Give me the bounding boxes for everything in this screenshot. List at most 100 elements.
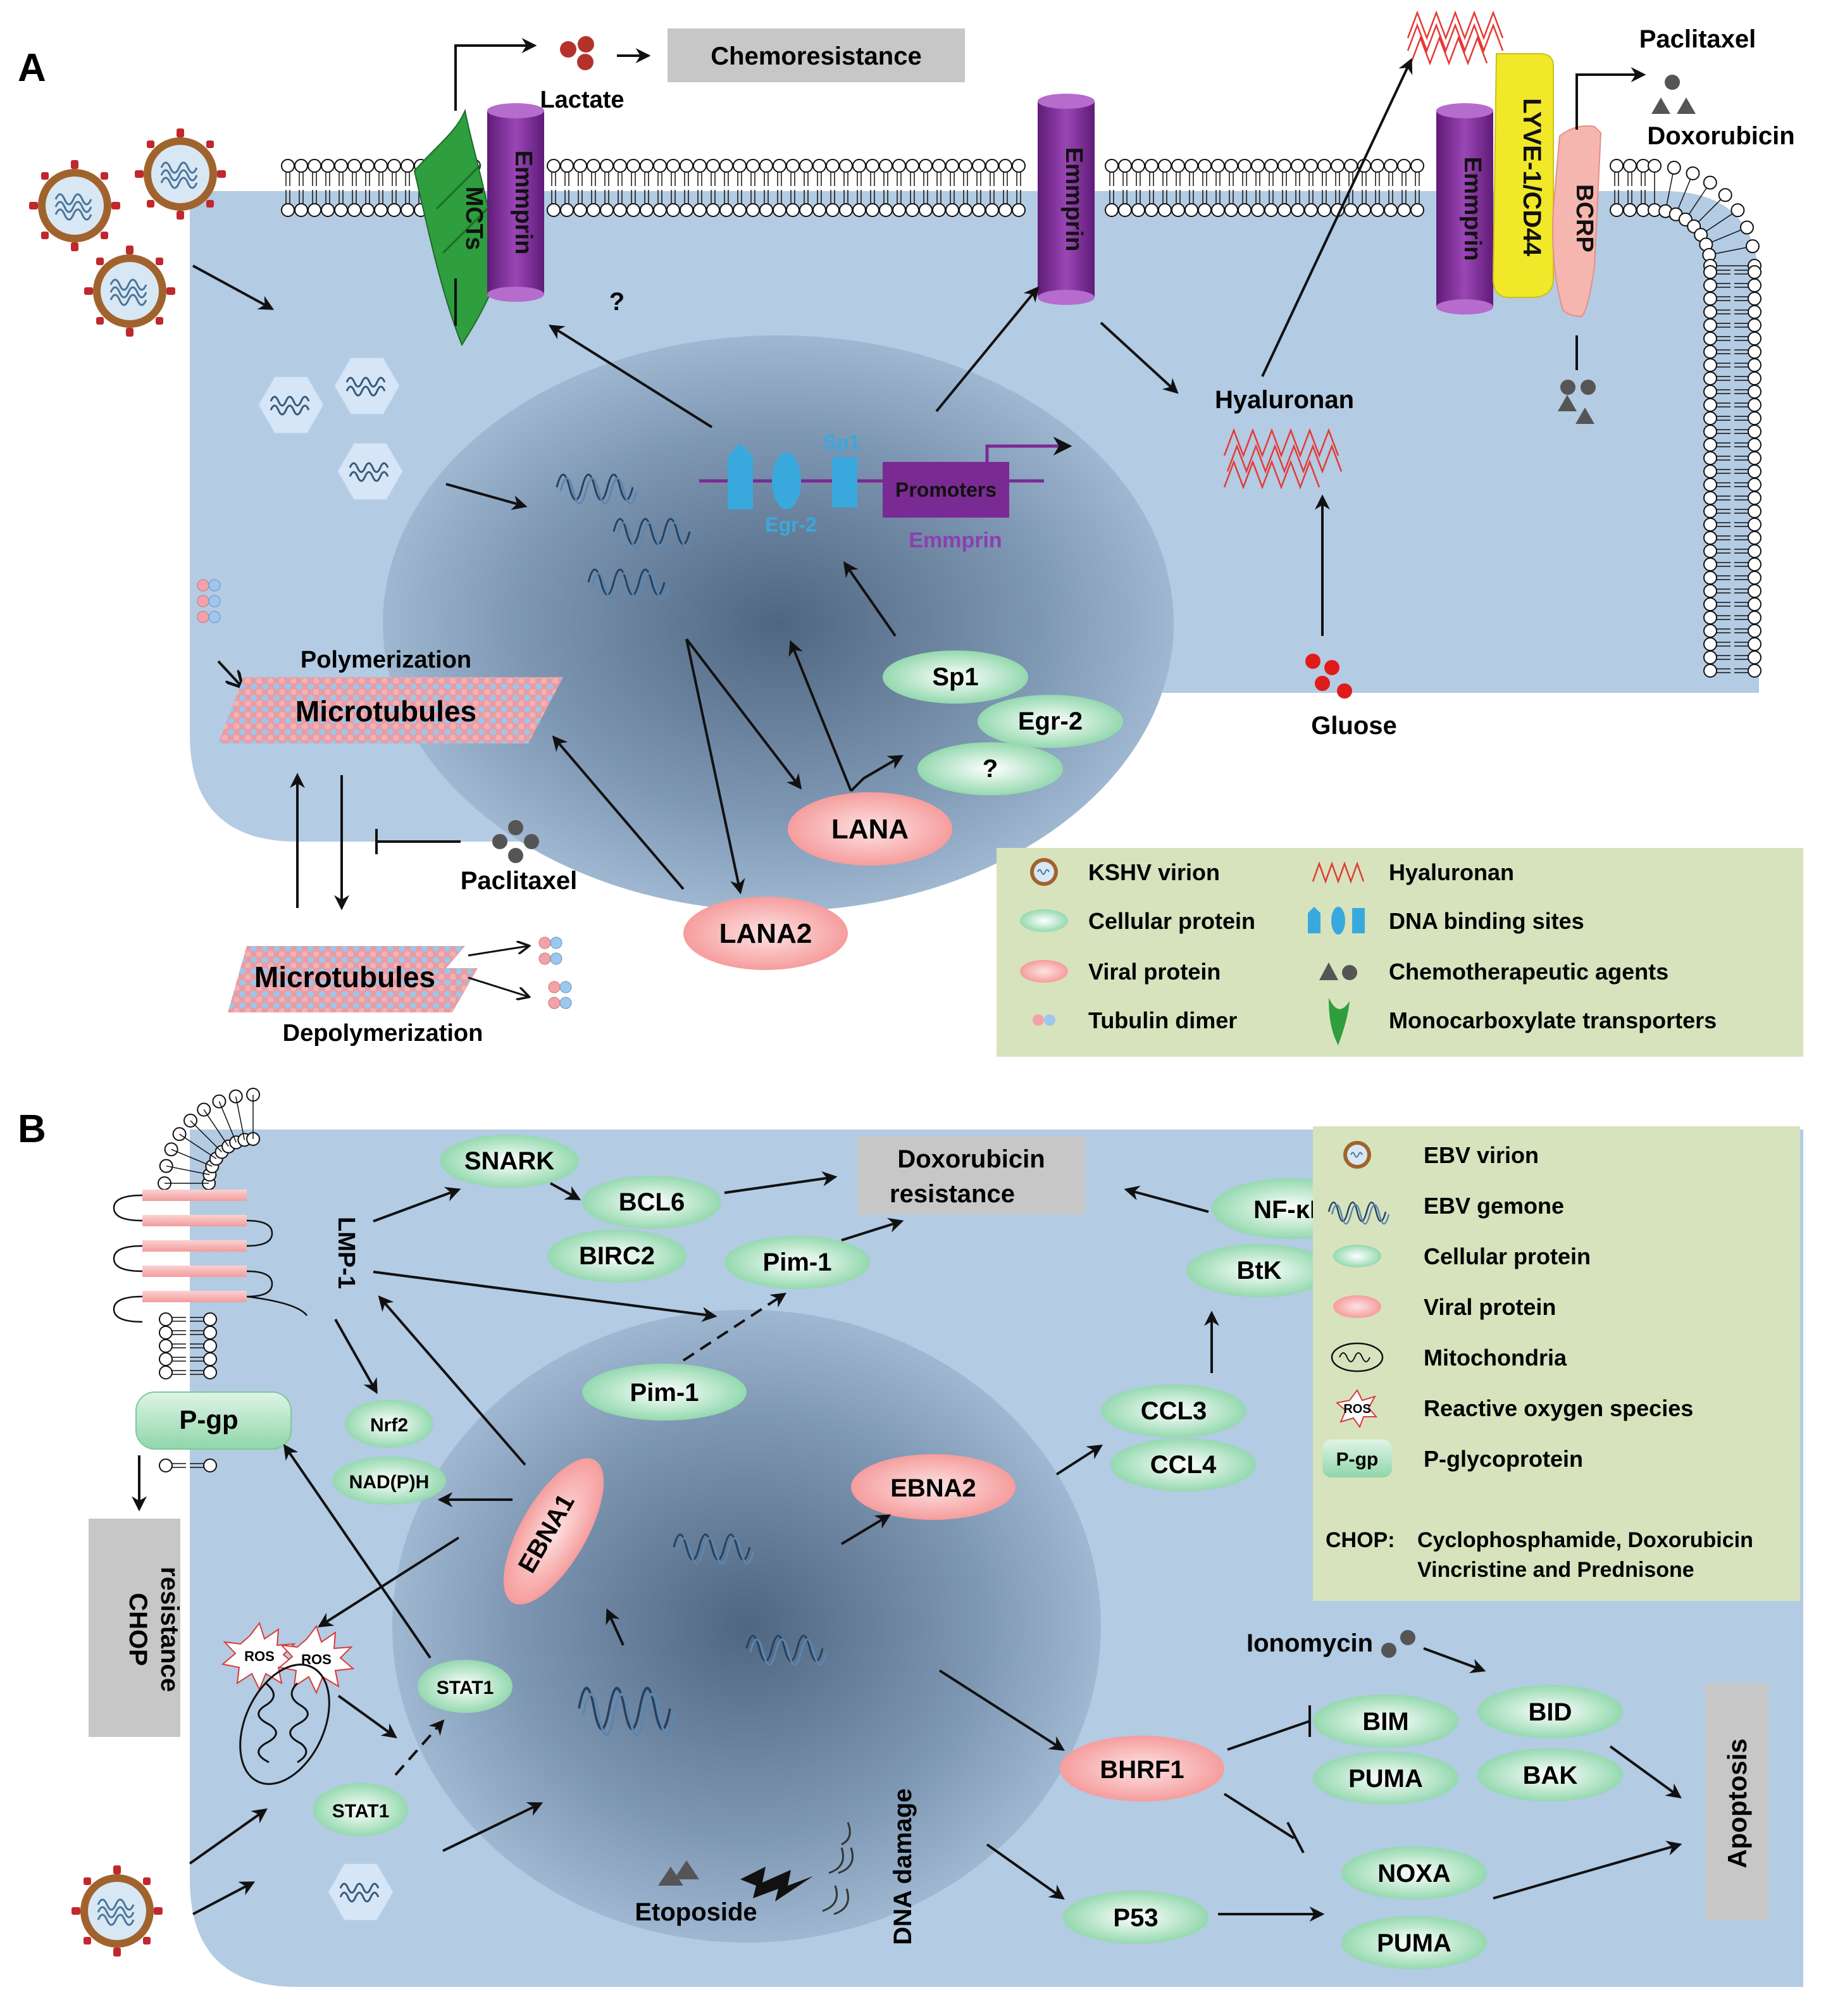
mcts-label: MCTs xyxy=(461,187,487,251)
pim1-top-label: Pim-1 xyxy=(763,1248,832,1276)
virion-icon xyxy=(1343,1141,1371,1169)
chop-resistance-label-1: CHOP xyxy=(124,1593,152,1666)
chop-resistance-label-2: resistance xyxy=(156,1567,183,1692)
microtubules-top-label: Microtubules xyxy=(295,695,476,728)
emmprin-left-label: Emmprin xyxy=(510,151,537,255)
bim-protein xyxy=(1313,1695,1458,1748)
hyaluronan-icon xyxy=(1312,861,1365,884)
noxa-protein xyxy=(1341,1846,1487,1900)
puma-bottom-label: PUMA xyxy=(1377,1929,1451,1957)
egr2-protein xyxy=(978,695,1123,748)
mitochondria-icon xyxy=(239,1664,330,1785)
ionomycin-label: Ionomycin xyxy=(1246,1629,1373,1657)
egr2-protein-label: Egr-2 xyxy=(1018,707,1083,735)
bak-protein xyxy=(1477,1748,1623,1801)
dna-damage-icon xyxy=(822,1822,854,1915)
pim1-nuc-label: Pim-1 xyxy=(630,1379,699,1407)
nrf2-label: Nrf2 xyxy=(370,1415,408,1436)
panel-a-label: A xyxy=(18,46,46,90)
pgp-icon: P-gp xyxy=(1322,1440,1392,1478)
legend-a-label-5: Chemotherapeutic agents xyxy=(1389,959,1668,985)
chemo-agents-out-icon xyxy=(1651,75,1696,114)
legend-b-label-6: P-glycoprotein xyxy=(1424,1446,1583,1472)
legend-b-label-1: EBV gemone xyxy=(1424,1193,1564,1219)
unknown-protein-label: ? xyxy=(983,755,998,783)
birc2-protein xyxy=(547,1229,687,1283)
chop-key-label: CHOP: xyxy=(1326,1528,1395,1552)
tubulin-dimer-stack xyxy=(197,579,221,623)
tubulin-dimer-released xyxy=(538,936,572,1009)
panel-b-label: B xyxy=(18,1107,46,1151)
legend-b-label-3: Viral protein xyxy=(1424,1294,1556,1320)
legend-a-label-6: Tubulin dimer xyxy=(1088,1007,1237,1033)
stat1-bottom-label: STAT1 xyxy=(332,1801,390,1822)
legend-a-label-2: Cellular protein xyxy=(1088,908,1255,934)
ccl4-protein xyxy=(1110,1438,1256,1491)
legend-a-label-3: DNA binding sites xyxy=(1389,908,1584,934)
lmp1-protein xyxy=(113,1190,308,1323)
mitochondria-icon xyxy=(1331,1342,1384,1372)
ebna2-label: EBNA2 xyxy=(890,1474,976,1502)
svg-text:ROS: ROS xyxy=(244,1648,275,1664)
etoposide-icon xyxy=(658,1860,699,1886)
bid-label: BID xyxy=(1529,1698,1572,1726)
legend-b-label-2: Cellular protein xyxy=(1424,1243,1591,1269)
legend-b-label-0: EBV virion xyxy=(1424,1142,1539,1168)
pgp-label: P-gp xyxy=(179,1405,238,1434)
ros-icon: ROS xyxy=(1335,1389,1378,1429)
emmprin-middle xyxy=(1038,101,1095,297)
nrf2-protein xyxy=(345,1400,433,1448)
bhrf1-label: BHRF1 xyxy=(1100,1756,1184,1784)
lana2-label: LANA2 xyxy=(719,918,812,949)
cell-membrane-b xyxy=(158,1088,260,1472)
emmprin-right xyxy=(1436,111,1493,307)
emmprin-middle-label: Emmprin xyxy=(1060,147,1087,252)
kshv-virion-icon xyxy=(28,159,121,252)
egr2-site-label: Egr-2 xyxy=(765,513,817,536)
ebna2-protein xyxy=(851,1454,1016,1520)
unknown-protein xyxy=(917,742,1063,795)
pgp-transporter xyxy=(135,1391,292,1450)
viral-protein-icon xyxy=(1333,1295,1381,1318)
birc2-label: BIRC2 xyxy=(579,1242,655,1270)
chop-definition-line-2: Vincristine and Prednisone xyxy=(1417,1558,1694,1582)
lana2-protein xyxy=(683,897,848,970)
btk-protein xyxy=(1186,1244,1332,1297)
doxorubicin-resistance-label-2: resistance xyxy=(890,1180,1015,1208)
legend-a-label-0: KSHV virion xyxy=(1088,859,1220,885)
stat1-protein-lower xyxy=(313,1783,408,1836)
microtubules-bottom-label: Microtubules xyxy=(254,961,435,993)
emmprin-gene-label: Emmprin xyxy=(909,528,1002,552)
legend-a-label-7: Monocarboxylate transporters xyxy=(1389,1007,1717,1033)
lmp1-label: LMP-1 xyxy=(333,1217,359,1289)
depolymerization-label: Depolymerization xyxy=(283,1020,483,1047)
chemo-agents-in-icon xyxy=(1558,380,1596,424)
nadph-label: NAD(P)H xyxy=(349,1472,430,1493)
tubulin-dimer-icon xyxy=(1033,1014,1055,1026)
pim1-protein-nucleus xyxy=(582,1364,747,1421)
nadph-protein xyxy=(332,1457,446,1505)
chop-resistance-box xyxy=(89,1519,180,1737)
stat1-protein-upper xyxy=(418,1660,513,1713)
lana-protein xyxy=(788,792,952,866)
p53-label: P53 xyxy=(1113,1904,1158,1932)
doxorubicin-resistance-box xyxy=(857,1136,1085,1215)
legend-a-label-4: Viral protein xyxy=(1088,959,1221,985)
glucose-icon xyxy=(1305,654,1352,699)
sp1-box-site-icon xyxy=(832,457,857,507)
lana-label: LANA xyxy=(831,814,909,845)
bcrp-label: BCRP xyxy=(1571,184,1598,252)
panel-a: A MCTs Emmprin xyxy=(18,10,1803,1057)
sp1-binding-site-icon xyxy=(728,443,753,509)
paclitaxel-out-label: Paclitaxel xyxy=(1639,25,1756,53)
polymerization-label: Polymerization xyxy=(301,647,471,673)
damage-bolt-icon xyxy=(740,1867,813,1901)
chemo-agent-icon xyxy=(1319,962,1357,980)
paclitaxel-icon xyxy=(492,820,539,863)
dna-damage-label: DNA damage xyxy=(889,1788,917,1944)
nucleus-a xyxy=(383,335,1174,911)
puma-protein-upper xyxy=(1313,1752,1458,1805)
bhrf1-protein xyxy=(1060,1736,1224,1801)
microtubules-depolymerized xyxy=(228,946,478,1012)
